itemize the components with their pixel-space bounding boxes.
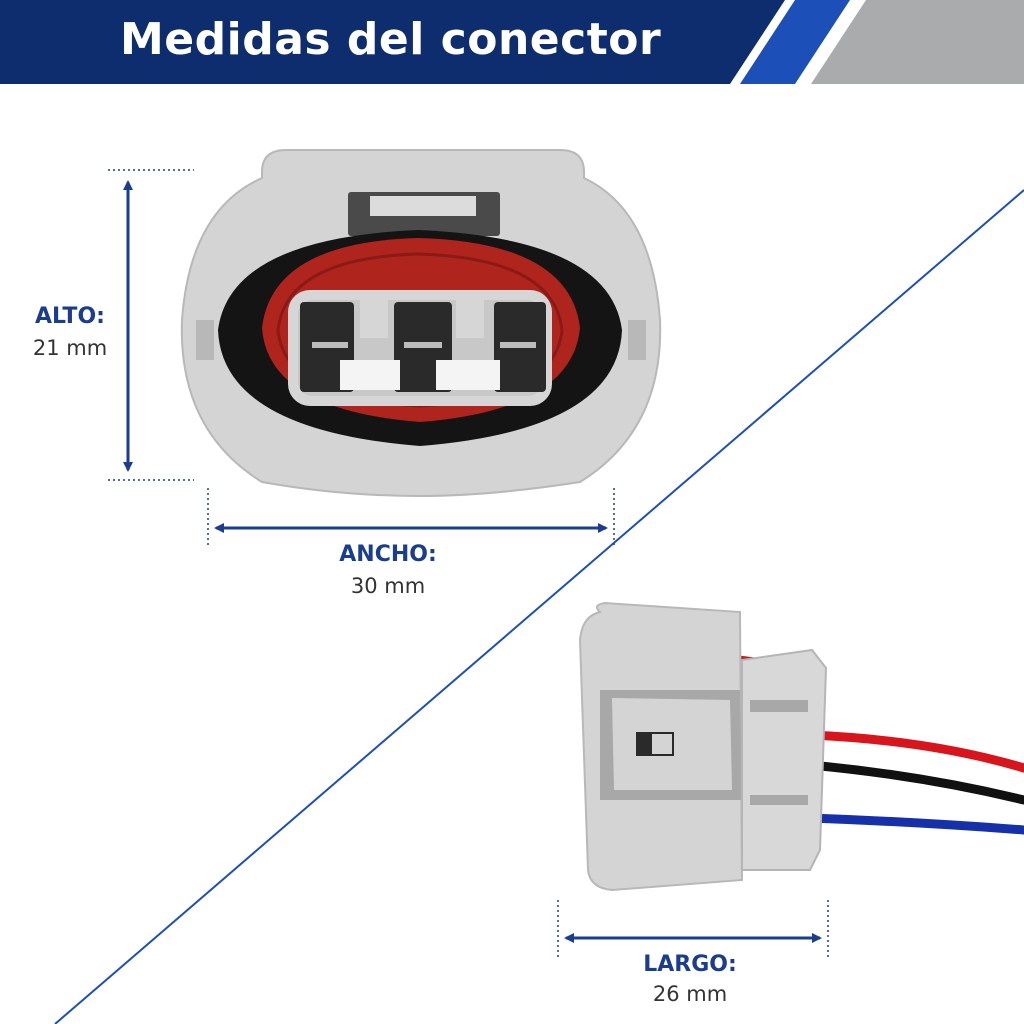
alto-label: ALTO: <box>35 304 105 329</box>
page-title: Medidas del conector <box>120 14 662 65</box>
diagonal-divider <box>54 189 1024 1024</box>
alto-dimension-line <box>108 169 194 481</box>
largo-dimension-line <box>557 900 829 960</box>
connector-side-view <box>578 601 1024 892</box>
connector-front-view <box>180 149 662 498</box>
largo-label: LARGO: <box>643 952 737 977</box>
ancho-dimension-line <box>207 488 615 548</box>
ancho-value: 30 mm <box>350 574 426 598</box>
largo-value: 26 mm <box>652 982 728 1006</box>
header-banner <box>0 0 1024 84</box>
ancho-label: ANCHO: <box>339 542 437 567</box>
alto-value: 21 mm <box>32 336 108 360</box>
